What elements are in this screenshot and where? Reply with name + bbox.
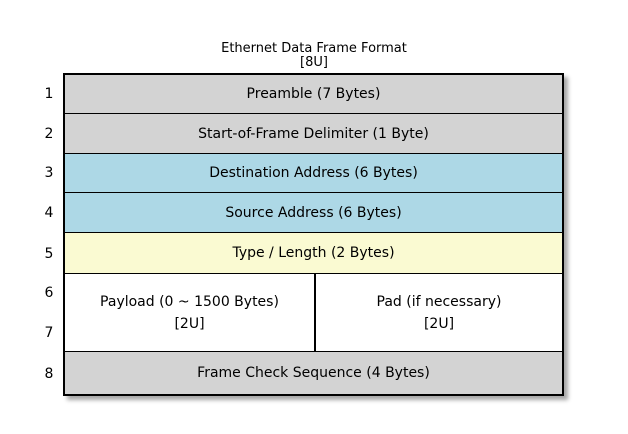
row-label-type-length: Type / Length (2 Bytes) [232,245,395,261]
row-number-8: 8 [44,366,54,382]
row-label-destination-address: Destination Address (6 Bytes) [209,165,418,181]
row-number-5: 5 [44,246,54,262]
frame-format-table: Preamble (7 Bytes) Start-of-Frame Delimi… [63,73,564,396]
pad-units: [2U] [423,315,455,332]
table-row-destination-address: Destination Address (6 Bytes) [65,154,562,193]
table-row-preamble: Preamble (7 Bytes) [65,75,562,114]
row-number-1: 1 [44,86,54,102]
payload-units: [2U] [174,315,205,332]
row-number-2: 2 [44,126,54,142]
table-row-payload-pad: Payload (0 ~ 1500 Bytes) [2U] Pad (if ne… [65,274,562,352]
diagram-title: Ethernet Data Frame Format [8U] [0,42,628,70]
row-number-6: 6 [44,285,54,301]
pad-label: Pad (if necessary) [376,293,502,310]
table-row-type-length: Type / Length (2 Bytes) [65,233,562,274]
payload-cell: Payload (0 ~ 1500 Bytes) [2U] [65,274,316,351]
row-number-4: 4 [44,205,54,221]
table-row-source-address: Source Address (6 Bytes) [65,193,562,233]
payload-label: Payload (0 ~ 1500 Bytes) [100,293,279,310]
row-label-source-address: Source Address (6 Bytes) [225,204,402,221]
pad-cell: Pad (if necessary) [2U] [316,274,562,351]
row-label-preamble: Preamble (7 Bytes) [246,86,381,102]
table-row-sfd: Start-of-Frame Delimiter (1 Byte) [65,114,562,154]
row-label-sfd: Start-of-Frame Delimiter (1 Byte) [198,125,429,142]
row-number-3: 3 [44,165,54,181]
row-label-fcs: Frame Check Sequence (4 Bytes) [197,365,430,381]
row-number-7: 7 [44,325,54,341]
table-row-fcs: Frame Check Sequence (4 Bytes) [65,352,562,394]
diagram-title-text: Ethernet Data Frame Format [221,41,407,56]
diagram-title-units: [8U] [300,55,328,70]
